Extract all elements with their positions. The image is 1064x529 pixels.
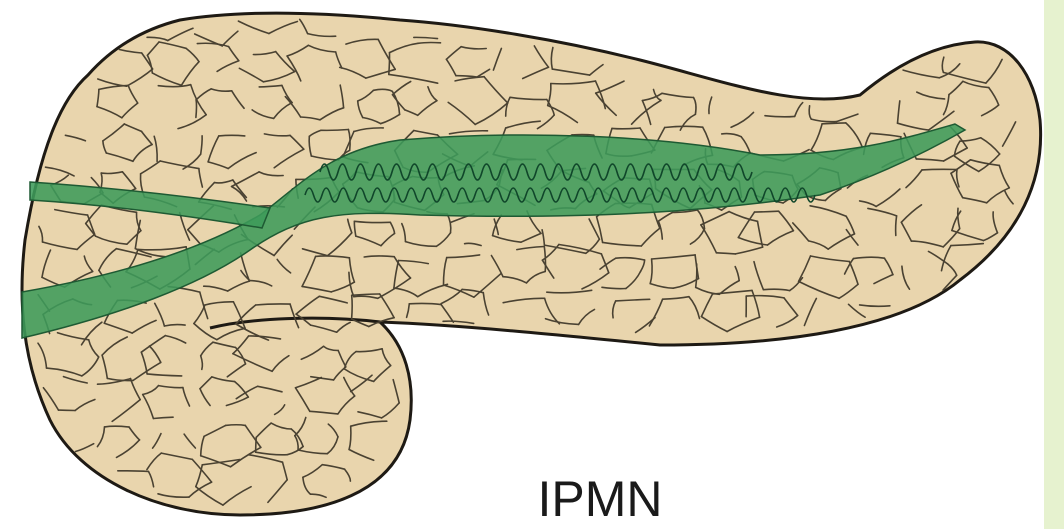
lobule-line bbox=[755, 211, 779, 212]
lobule-line bbox=[196, 100, 197, 118]
lobule-line bbox=[256, 437, 257, 452]
side-panel bbox=[1044, 0, 1064, 529]
lobule-line bbox=[105, 426, 130, 427]
lobule-line bbox=[219, 135, 245, 136]
lobule-line bbox=[118, 471, 149, 472]
diagram-caption: IPMN bbox=[470, 470, 730, 529]
lobule-line bbox=[418, 42, 441, 43]
lobule-line bbox=[321, 130, 348, 131]
lobule-line bbox=[226, 425, 246, 426]
lobule-line bbox=[612, 128, 640, 129]
lobule-line bbox=[389, 53, 390, 75]
lobule-line bbox=[896, 216, 897, 236]
lobule-line bbox=[922, 169, 957, 170]
lobule-line bbox=[352, 295, 353, 319]
lobule-line bbox=[716, 253, 735, 254]
lobule-line bbox=[822, 123, 846, 124]
